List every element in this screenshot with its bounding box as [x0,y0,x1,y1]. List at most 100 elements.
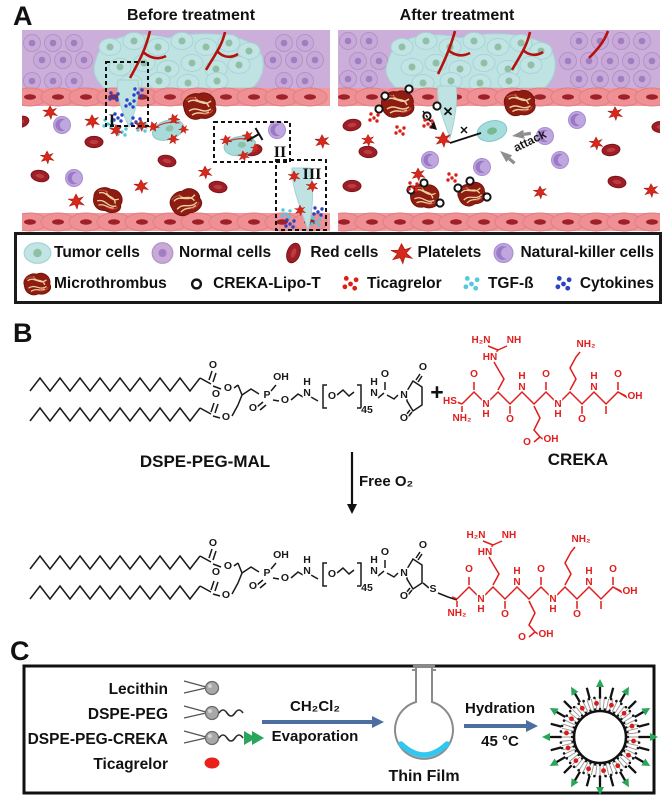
svg-text:O: O [328,568,336,580]
region-annotations: I II III [105,61,327,231]
svg-text:H: H [590,371,597,382]
svg-text:P: P [263,567,270,579]
legend-label: Microthrombus [54,274,167,292]
creka-peptide-structure [456,345,629,443]
legend-label: Tumor cells [54,243,140,261]
thin-film-label: Thin Film [388,768,459,785]
svg-text:N: N [370,565,378,577]
legend-label: Cytokines [579,274,654,292]
evaporation-label: Evaporation [272,728,359,745]
svg-text:H: H [513,566,520,577]
legend-item-microthrombus: Microthrombus [22,269,167,299]
svg-text:O: O [249,402,257,414]
x-mark: ✕ [443,104,454,119]
legend-item-ticagrelor: Ticagrelor [335,269,442,299]
inhibitor-t-symbol [246,127,264,142]
svg-text:HN: HN [483,352,497,363]
legend-row-2: Microthrombus CREKA-Lipo-T Ticagrelor TG… [22,269,654,299]
legend-item-natural-killer-cells: Natural-killer cells [488,238,654,268]
thioether-link [422,582,458,601]
svg-text:N: N [370,387,378,399]
svg-text:N: N [482,399,489,410]
tgf-dots [102,118,322,227]
reactant2-label: CREKA [548,450,608,469]
svg-text:O: O [224,560,232,572]
after-scene [338,30,660,232]
svg-text:N: N [590,382,597,393]
svg-text:N: N [303,387,311,399]
svg-text:OH: OH [273,549,289,561]
svg-text:H: H [554,409,561,420]
tgf-beta-icon [463,275,480,291]
legend-item-creka-lipo-t: CREKA-Lipo-T [181,269,321,299]
svg-text:S: S [429,583,436,595]
svg-text:O: O [578,414,586,425]
normal-cell-icon [151,241,174,264]
svg-text:H: H [585,566,592,577]
legend: Tumor cells Normal cells Red cells Plate… [14,232,662,304]
svg-text:45: 45 [361,404,373,416]
legend-label: Platelets [417,243,482,261]
component-label-ticagrelor: Ticagrelor [93,756,168,773]
svg-text:O: O [222,411,230,423]
red-cell-icon [283,240,304,265]
evaporation-arrow: CH₂Cl₂ Evaporation [262,698,384,745]
legend-item-tgf-beta: TGF-ß [456,269,534,299]
region-label-3: III [303,166,322,183]
lecithin-icon [183,680,220,696]
circulating-tumor-cluster [220,129,262,164]
hydration-label: Hydration [465,700,535,717]
svg-text:O: O [470,369,478,380]
svg-text:OH: OH [539,629,554,640]
attacked-tumor-cell [476,120,508,142]
svg-text:O: O [222,589,230,601]
svg-text:O: O [400,590,408,602]
svg-text:N: N [400,389,408,401]
creka-liposome-nanoparticle [542,679,658,795]
svg-text:P: P [263,389,270,401]
component-label-dspe-peg-creka: DSPE-PEG-CREKA [28,731,168,748]
svg-text:NH₂: NH₂ [577,339,596,350]
svg-text:O: O [419,539,427,551]
creka-lipo-t-icon [191,277,203,290]
ticagrelor-icon [342,275,359,291]
legend-label: Natural-killer cells [520,243,654,261]
tumor-cell-icon [23,241,52,264]
panel-c-box [22,664,656,795]
svg-text:OH: OH [544,434,559,445]
svg-text:O: O [328,390,336,402]
svg-text:OH: OH [623,586,638,597]
before-treatment-title: Before treatment [126,7,256,24]
dspe-peg-icon [183,705,244,721]
legend-label: Normal cells [179,243,272,261]
svg-text:O: O [518,632,526,643]
svg-text:O: O [609,564,617,575]
svg-text:OH: OH [628,391,643,402]
dspe-peg-creka-icon [183,730,264,746]
component-label-dspe-peg: DSPE-PEG [88,706,168,723]
solvent-label: CH₂Cl₂ [290,698,340,715]
svg-text:O: O [381,546,389,558]
svg-text:N: N [303,565,311,577]
svg-text:O: O [381,368,389,380]
svg-text:NH: NH [502,530,516,541]
region-label-2: II [274,144,286,161]
legend-item-cytokines: Cytokines [548,269,654,299]
svg-text:O: O [249,580,257,592]
blocked-tumor-cell [437,85,458,140]
region-label-1: I [109,112,115,129]
svg-text:H₂N: H₂N [472,335,491,346]
svg-text:O: O [209,537,217,549]
svg-text:O: O [506,414,514,425]
hydration-arrow: Hydration 45 °C [464,700,538,750]
thiol-label: HS [442,395,459,409]
panel-c-letter: C [10,636,30,666]
sulfur-label: S [428,582,438,597]
svg-text:OH: OH [273,371,289,383]
svg-text:O: O [523,437,531,448]
svg-text:N: N [513,577,520,588]
legend-label: Red cells [310,243,379,261]
svg-text:O: O [614,369,622,380]
svg-text:N: N [477,594,484,605]
